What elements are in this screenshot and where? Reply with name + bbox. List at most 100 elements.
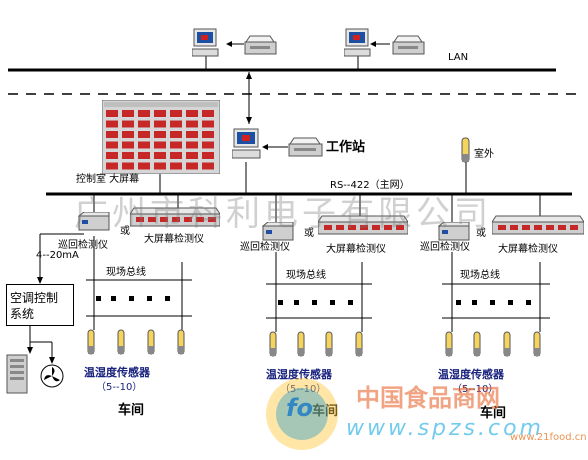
field-bus-label-2: 现场总线: [286, 270, 326, 281]
big-screen-label-2: 大屏幕检测仪: [326, 244, 386, 255]
big-screen-tile: [106, 110, 118, 117]
watermark-logo-circle: [266, 378, 338, 450]
pc-icon: [344, 28, 371, 57]
outdoor-label: 室外: [474, 149, 494, 160]
sensor-range-2: （5--10）: [280, 380, 326, 395]
big-screen-tile: [106, 120, 118, 128]
sensor-icon: [117, 329, 125, 355]
big-screen-tile: [122, 162, 134, 170]
patrol-label-3: 巡回检测仪: [420, 242, 470, 253]
patrol-monitor-device: [78, 212, 110, 231]
big-screen-tile: [186, 141, 198, 149]
patrol-label-2: 巡回检测仪: [240, 242, 290, 253]
workshop-label-2: 车间: [312, 400, 338, 419]
ac-control-label-1: 空调控制: [10, 291, 59, 305]
control-room-label: 控制室 大屏幕: [76, 174, 140, 185]
big-screen-tile: [122, 141, 134, 149]
big-screen-tile: [202, 141, 214, 149]
watermark-site: 中国食品商网: [356, 384, 500, 412]
sensor-icon: [297, 331, 305, 357]
big-screen-tile: [202, 120, 214, 128]
sensor-icon: [177, 329, 185, 355]
big-screen-tile: [138, 110, 150, 117]
big-screen-tile: [170, 141, 182, 149]
outdoor-sensor-icon: [461, 137, 470, 163]
current-label: 4--20mA: [36, 250, 79, 261]
big-screen-tile: [186, 162, 198, 170]
watermark-company: 广州市科利电子有限公司: [74, 194, 492, 234]
big-screen-tile: [122, 152, 134, 159]
big-screen-tile: [170, 152, 182, 159]
workstation-pc-icon: [232, 128, 261, 159]
sensor-icon: [503, 331, 511, 357]
big-screen-tile: [154, 152, 166, 159]
big-screen-tiles: [106, 110, 214, 170]
sensor-icon: [87, 329, 95, 355]
big-screen-tile: [154, 110, 166, 117]
patrol-monitor-device: [262, 222, 294, 241]
workshop-label-1: 车间: [118, 403, 145, 418]
lan-label: LAN: [448, 52, 469, 63]
big-screen-tile: [170, 120, 182, 128]
sensor-icon: [355, 331, 363, 357]
patrol-label-1: 巡回检测仪: [58, 240, 108, 251]
big-screen-tile: [122, 120, 134, 128]
big-screen-tile: [106, 131, 118, 138]
patrol-monitor-device: [438, 222, 470, 241]
big-screen-tile: [170, 162, 182, 170]
big-screen-tile: [202, 110, 214, 117]
big-screen-monitor-device: [318, 215, 408, 235]
big-screen-label-3: 大屏幕检测仪: [498, 244, 558, 255]
big-screen-tile: [138, 131, 150, 138]
big-screen-tile: [106, 152, 118, 159]
big-screen-tile: [186, 131, 198, 138]
big-screen-tile: [186, 120, 198, 128]
big-screen-tile: [154, 162, 166, 170]
sensor-icon: [269, 331, 277, 357]
big-screen-tile: [202, 152, 214, 159]
ac-control-label-2: 系统: [10, 307, 35, 321]
big-screen-tile: [138, 162, 150, 170]
watermark-url-2: www.21food.cn: [510, 432, 587, 443]
field-bus-label-3: 现场总线: [460, 270, 500, 281]
big-screen-tile: [138, 141, 150, 149]
sensor-label-3: 温湿度传感器: [438, 368, 504, 381]
printer-icon: [244, 35, 277, 55]
big-screen-tile: [170, 110, 182, 117]
big-screen-tile: [106, 141, 118, 149]
field-bus-group-1: [86, 236, 192, 330]
big-screen-panel: [102, 100, 220, 174]
big-screen-tile: [186, 152, 198, 159]
sensor-row-1: [87, 329, 185, 355]
sensor-row-2: [269, 331, 363, 357]
or-label-1: 或: [120, 226, 130, 237]
big-screen-tile: [122, 110, 134, 117]
big-screen-tile: [170, 131, 182, 138]
printer-icon: [392, 35, 425, 55]
workstation-printer-icon: [288, 137, 323, 157]
sensor-range-1: （5--10）: [96, 382, 143, 393]
ac-control-system-box: [6, 284, 74, 326]
big-screen-tile: [154, 120, 166, 128]
big-screen-tile: [138, 152, 150, 159]
workstation-label: 工作站: [326, 140, 366, 155]
sensor-icon: [147, 329, 155, 355]
fan-icon: [40, 364, 64, 388]
big-screen-label-1: 大屏幕检测仪: [144, 234, 204, 245]
sensor-icon: [473, 331, 481, 357]
sensor-row-3: [445, 331, 541, 357]
sensor-icon: [325, 331, 333, 357]
big-screen-tile: [106, 162, 118, 170]
field-bus-group-3: [442, 252, 550, 332]
watermark-url: www.spzs.com: [346, 416, 544, 441]
big-screen-monitor-device: [492, 215, 584, 235]
sensor-icon: [445, 331, 453, 357]
big-screen-tile: [154, 141, 166, 149]
big-screen-tile: [202, 131, 214, 138]
pc-icon: [192, 28, 219, 57]
field-bus-label-1: 现场总线: [106, 267, 146, 278]
workshop-label-3: 车间: [480, 406, 507, 421]
big-screen-tile: [186, 110, 198, 117]
or-label-3: 或: [476, 228, 486, 239]
